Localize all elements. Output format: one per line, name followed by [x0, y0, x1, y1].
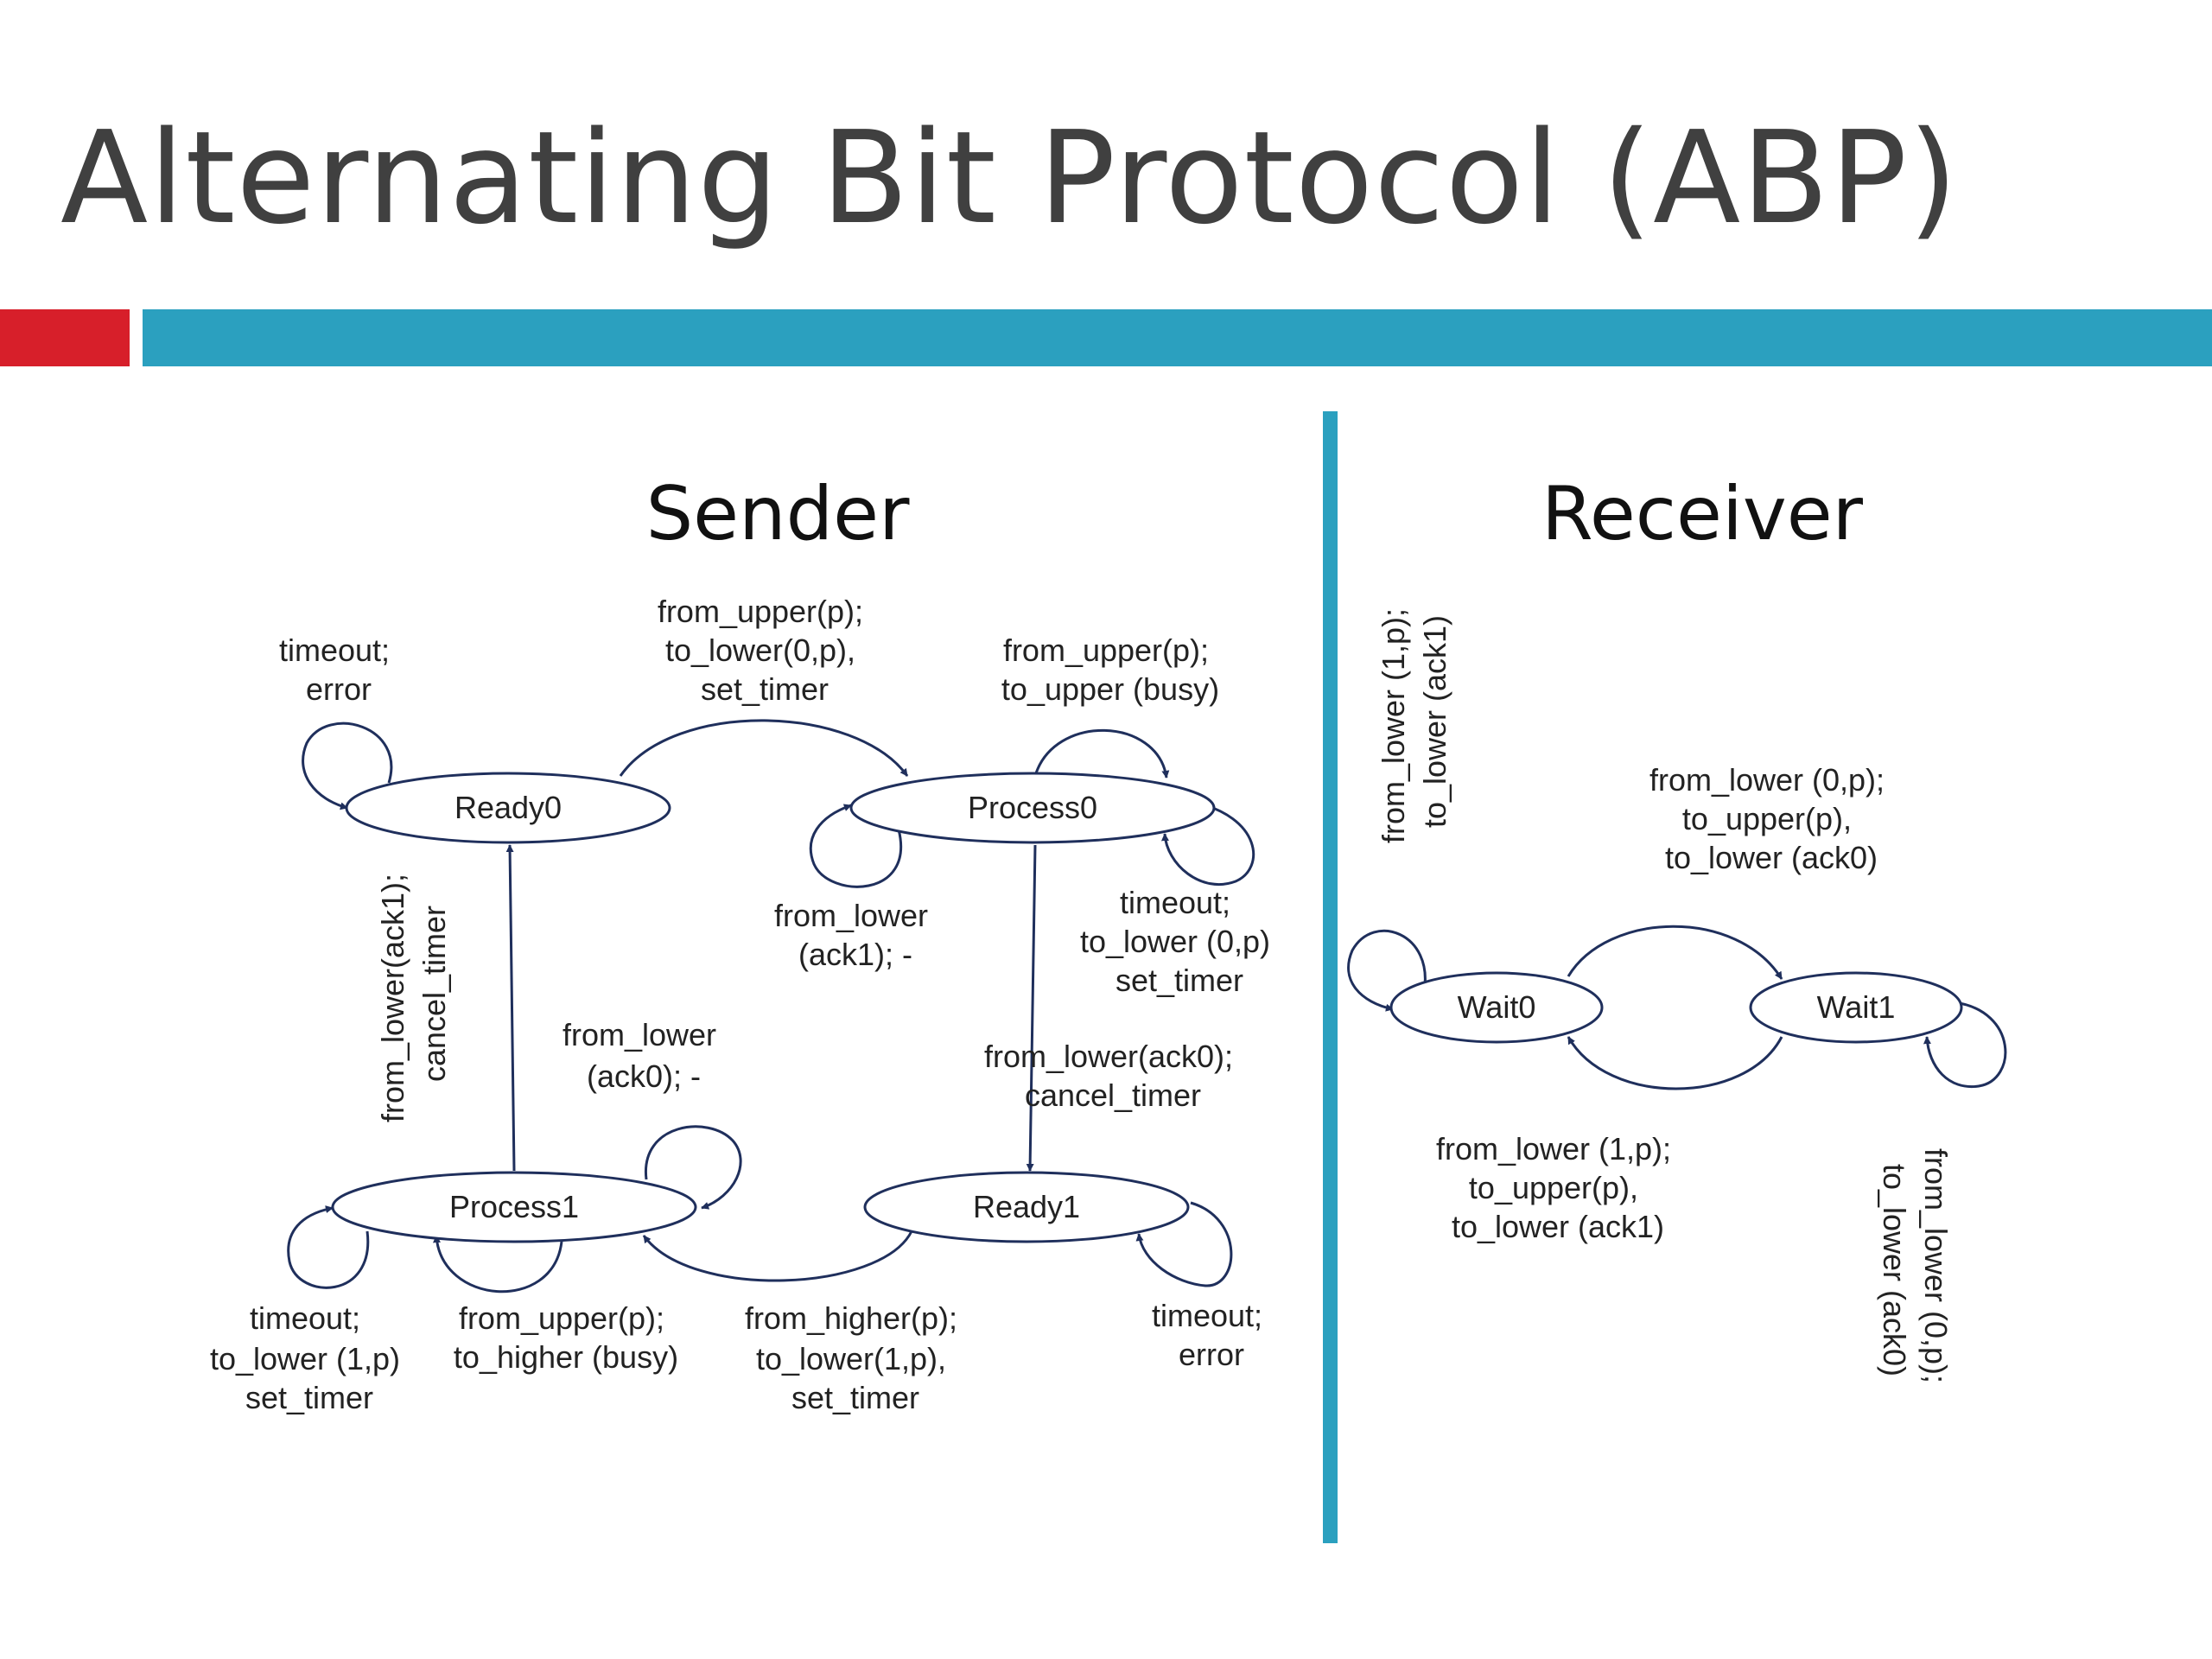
edge-wait0-self: [1347, 929, 1427, 1012]
state-process1-label: Process1: [449, 1189, 579, 1224]
edge-wait1-self: [1923, 1001, 2007, 1089]
label-process0-self-top: from_upper(p); to_upper (busy): [1001, 632, 1219, 707]
section-divider: [1323, 411, 1338, 1543]
state-ready0-label: Ready0: [454, 790, 562, 825]
label-ready1-to-process1: from_higher(p); to_lower(1,p), set_timer: [745, 1300, 966, 1415]
label-ready0-self: timeout; error: [279, 632, 398, 707]
accent-bar-red: [0, 309, 130, 366]
state-wait0: [1389, 971, 1604, 1044]
edge-process1-self-bottom: [433, 1235, 563, 1294]
label-process1-self-right: from_lower (ack0); -: [563, 1017, 725, 1094]
edge-process1-ready0: [505, 844, 516, 1172]
edge-ready0-process0: [619, 719, 909, 777]
label-process1-self-bottom: from_upper(p); to_higher (busy): [454, 1300, 678, 1375]
edge-process0-self-top: [1033, 728, 1170, 779]
label-process0-self-right: timeout; to_lower (0,p) set_timer: [1080, 885, 1279, 998]
slide-title: Alternating Bit Protocol (ABP): [60, 104, 1959, 252]
state-ready1: [863, 1171, 1190, 1243]
edge-wait0-wait1: [1567, 925, 1783, 980]
label-wait1-self: from_lower (0,p); to_lower (ack0): [1877, 1148, 1954, 1392]
state-ready0: [345, 772, 671, 844]
state-wait1: [1749, 971, 1963, 1044]
state-ready1-label: Ready1: [973, 1189, 1080, 1224]
edge-wait1-wait0: [1567, 1036, 1783, 1090]
edge-process0-self-right: [1160, 800, 1255, 887]
label-wait1-to-wait0: from_lower (1,p); to_upper(p), to_lower …: [1436, 1131, 1680, 1244]
edge-process1-self-right: [645, 1125, 742, 1210]
receiver-heading: Receiver: [1541, 471, 1864, 557]
accent-bar-blue: [143, 309, 2212, 366]
state-wait0-label: Wait0: [1458, 989, 1536, 1025]
label-process0-self-left: from_lower (ack1); -: [774, 898, 937, 972]
state-wait1-label: Wait1: [1817, 989, 1896, 1025]
edge-process0-self-left: [809, 804, 902, 888]
label-process1-self-left: timeout; to_lower (1,p) set_timer: [210, 1300, 409, 1415]
label-wait0-self: from_lower (1,p); to_lower (ack1): [1376, 600, 1452, 843]
label-process1-to-ready0: from_lower(ack1); cancel_timer: [375, 865, 452, 1122]
state-process0: [849, 772, 1216, 844]
state-process0-label: Process0: [968, 790, 1097, 825]
edge-ready0-self: [302, 721, 393, 810]
edge-ready1-process1: [642, 1230, 913, 1282]
label-wait0-to-wait1: from_lower (0,p); to_upper(p), to_lower …: [1649, 762, 1893, 875]
edge-process1-self-left: [287, 1205, 370, 1289]
edge-ready1-self: [1135, 1201, 1233, 1287]
edge-process0-ready1: [1026, 844, 1037, 1172]
state-process1: [331, 1171, 697, 1243]
label-process0-to-ready1: from_lower(ack0); cancel_timer: [984, 1039, 1242, 1113]
label-ready0-to-process0: from_upper(p); to_lower(0,p), set_timer: [658, 594, 872, 707]
sender-heading: Sender: [645, 471, 910, 557]
label-ready1-self: timeout; error: [1152, 1298, 1271, 1372]
